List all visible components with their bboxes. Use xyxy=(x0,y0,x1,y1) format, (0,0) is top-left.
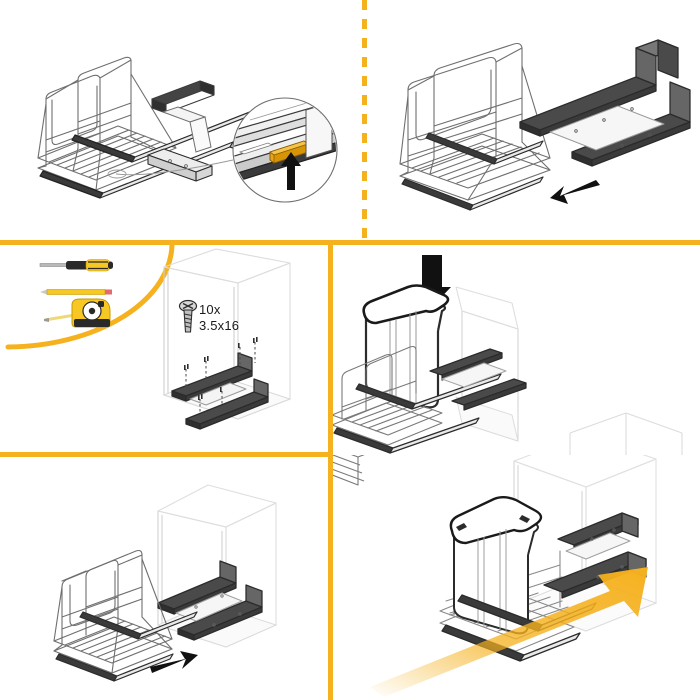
screw-size-label: 3.5x16 xyxy=(199,318,240,333)
screwdriver-icon xyxy=(39,259,113,272)
tools-arc xyxy=(5,243,175,350)
divider-horizontal-lower xyxy=(0,452,333,457)
arrow-pull-out xyxy=(550,180,600,204)
screw-position-guides xyxy=(185,342,256,419)
divider-horizontal-upper xyxy=(0,240,700,245)
screw-quantity-label: 10x xyxy=(199,302,221,317)
waste-bin-seated xyxy=(449,496,543,635)
detail-callout-line xyxy=(115,159,234,176)
screw-icon xyxy=(178,299,198,333)
panel-step-insert-bin-into-basket xyxy=(330,243,700,455)
arrow-push-in xyxy=(150,651,198,673)
figure-bin-above-basket xyxy=(331,255,683,455)
panel-step-mount-runners-in-cabinet: 10x 3.5x16 xyxy=(0,243,330,455)
panel-step-rail-release-detail xyxy=(0,0,364,243)
pencil-icon xyxy=(40,289,112,295)
figure-runner-frame-in-cabinet xyxy=(5,243,292,430)
waste-bin xyxy=(362,284,450,409)
screw-markers xyxy=(184,337,258,400)
figure-basket-toward-cabinet-rails xyxy=(53,484,278,682)
figure-basket-with-rails xyxy=(37,56,338,203)
tape-measure-icon xyxy=(44,298,111,328)
figure-basket-and-runner-separated xyxy=(399,39,691,211)
arrow-press-lever xyxy=(281,152,301,190)
divider-vertical-top xyxy=(362,0,367,240)
arrow-close-unit xyxy=(370,567,648,697)
panel-step-slide-basket-onto-runners xyxy=(0,455,330,700)
panel-step-close-completed-unit xyxy=(330,455,700,700)
divider-vertical-middle xyxy=(328,240,333,700)
detail-callout-ellipse xyxy=(107,169,127,179)
figure-completed-unit xyxy=(330,455,658,697)
panel-step-separate-basket-from-runner xyxy=(364,0,700,243)
